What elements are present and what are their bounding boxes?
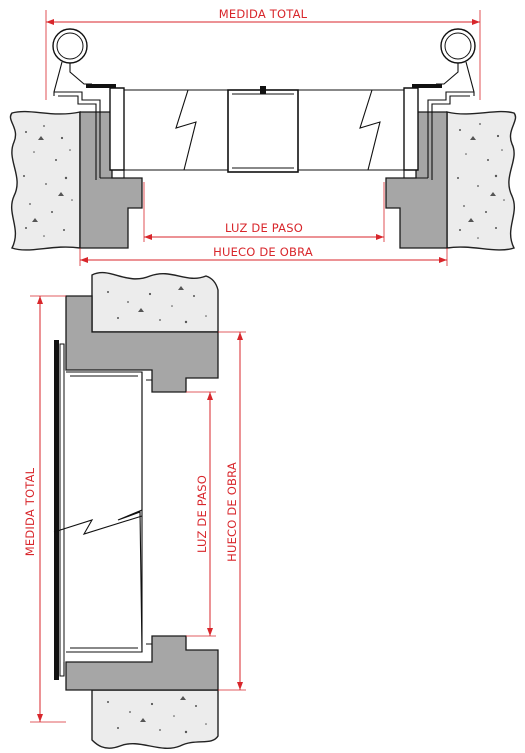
upper-wall-concrete [91, 271, 219, 333]
lower-wall-plaster [65, 635, 219, 691]
dim-label-medida-total-side: MEDIDA TOTAL [23, 467, 37, 556]
dim-label-hueco-de-obra-side: HUECO DE OBRA [225, 462, 239, 562]
dim-hueco-de-obra-top: HUECO DE OBRA [79, 245, 448, 266]
left-wall-concrete [9, 110, 81, 251]
right-concrete-texture [457, 123, 505, 239]
vertical-frame-plate [54, 340, 65, 680]
left-concrete-texture [23, 125, 73, 237]
dim-hueco-de-obra-side: HUECO DE OBRA [218, 331, 246, 691]
upper-concrete-texture [107, 286, 207, 324]
plan-section: MEDIDA TOTAL LUZ DE PASO HUECO DE OBRA [9, 7, 517, 266]
lower-concrete-texture [107, 696, 207, 734]
door-leaf-center-block [227, 89, 299, 173]
dim-label-luz-de-paso-side: LUZ DE PASO [195, 475, 209, 553]
dim-medida-total-top: MEDIDA TOTAL [45, 7, 481, 100]
door-leaf-plan [124, 86, 404, 173]
dim-label-medida-total-top: MEDIDA TOTAL [219, 7, 308, 21]
upper-wall-plaster [65, 295, 219, 393]
elevation-section: MEDIDA TOTAL LUZ DE PASO HUECO DE OBRA [23, 271, 246, 750]
left-frame-profile [52, 28, 125, 180]
dim-label-luz-de-paso-top: LUZ DE PASO [225, 221, 303, 235]
dim-luz-de-paso-top: LUZ DE PASO [143, 182, 385, 242]
right-wall-concrete [446, 110, 517, 251]
dim-label-hueco-de-obra-top: HUECO DE OBRA [213, 245, 313, 259]
right-frame-profile [403, 28, 476, 180]
door-leaf-elevation [53, 371, 152, 653]
dim-luz-de-paso-side: LUZ DE PASO [186, 391, 216, 637]
lower-wall-concrete [91, 689, 219, 750]
dim-medida-total-side: MEDIDA TOTAL [23, 295, 66, 723]
